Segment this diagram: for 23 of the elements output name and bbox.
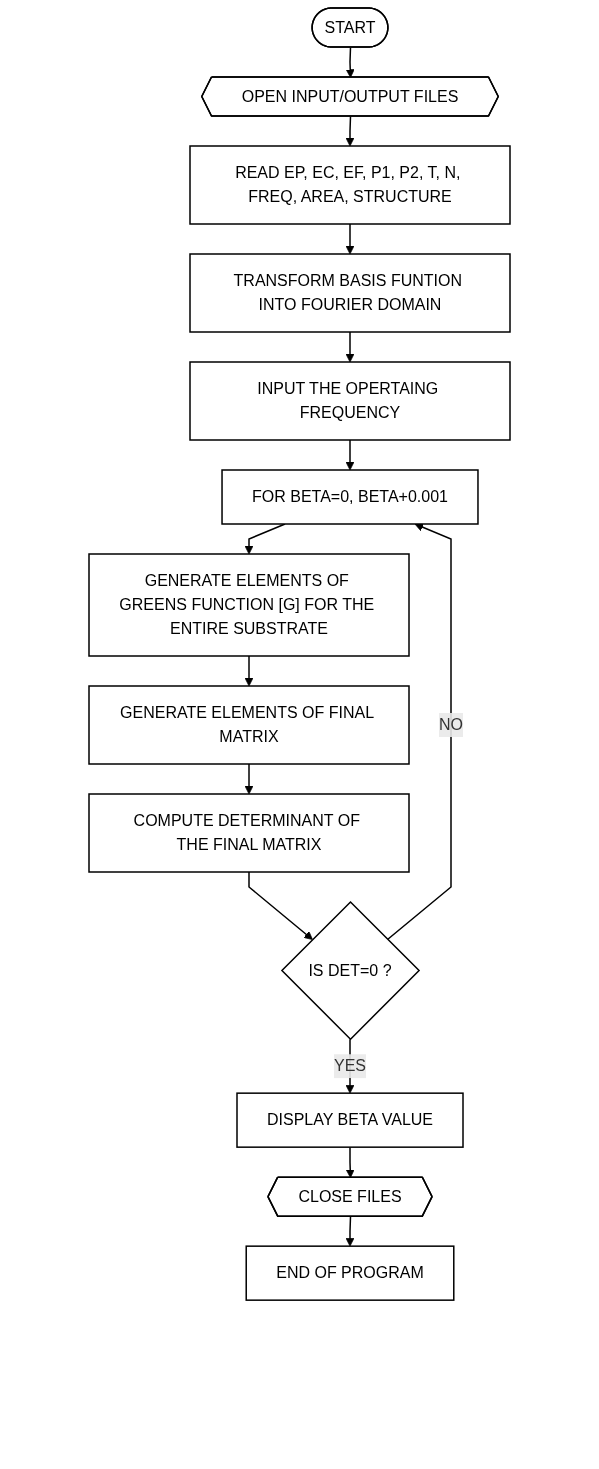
arrow [345, 439, 355, 471]
node-box: GENERATE ELEMENTS OF GREENS FUNCTION [G] FOR THE ENTIRE SUBSTRATE [88, 553, 410, 657]
node-diamond: IS DET=0 ? [280, 900, 421, 1041]
node-box: FOR BETA=0, BETA+0.001 [221, 469, 479, 525]
arrow [345, 115, 355, 147]
arrow [345, 331, 355, 363]
arrow [244, 655, 254, 687]
arrow [386, 523, 452, 941]
arrow [345, 46, 355, 78]
edge-label: NO [439, 716, 463, 733]
arrow [345, 223, 355, 255]
node-box: GENERATE ELEMENTS OF FINAL MATRIX [88, 685, 410, 765]
node-box: DISPLAY BETA VALUE [236, 1092, 464, 1148]
arrow [248, 871, 313, 940]
arrow [345, 1146, 355, 1179]
edge-label: YES [333, 1057, 367, 1075]
node-box: READ EP, EC, EF, P1, P2, T, N, FREQ, AREA, STRUCTURE [189, 145, 511, 225]
node-box: COMPUTE DETERMINANT OF THE FINAL MATRIX [88, 793, 410, 873]
node-box: INPUT THE OPERTAING FREQUENCY [189, 361, 511, 441]
node-box: TRANSFORM BASIS FUNTION INTO FOURIER DOMAIN [189, 253, 511, 333]
arrow [345, 1215, 355, 1247]
node-box: END OF PROGRAM [245, 1245, 455, 1301]
arrow [244, 763, 254, 795]
